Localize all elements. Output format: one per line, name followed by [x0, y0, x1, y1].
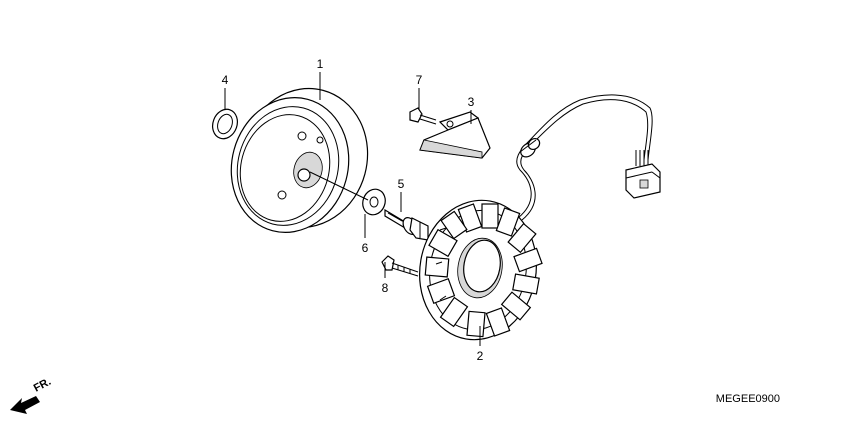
wire-harness — [516, 94, 661, 221]
callout-1: 1 — [317, 57, 324, 71]
front-arrow-icon — [10, 396, 40, 414]
washer — [362, 188, 386, 216]
leader-lines — [224, 72, 481, 346]
flange-bolt — [384, 208, 429, 241]
callout-2: 2 — [477, 349, 484, 363]
callout-labels: 1 2 3 4 5 6 7 8 — [222, 57, 484, 363]
stator-coils — [424, 203, 543, 338]
callout-3: 3 — [468, 95, 475, 109]
flywheel-rotor — [230, 87, 369, 233]
callout-7: 7 — [416, 73, 423, 87]
o-ring — [212, 108, 238, 140]
stator-bolt — [381, 255, 419, 277]
rubber-grommet — [519, 137, 541, 158]
callout-4: 4 — [222, 73, 229, 87]
diagram-code: MEGEE0900 — [716, 393, 780, 405]
callout-8: 8 — [382, 281, 389, 295]
wire-connector — [625, 150, 661, 199]
front-direction-indicator: FR. — [10, 376, 53, 414]
wire-clamp-bracket — [419, 111, 491, 159]
clamp-bolt — [409, 107, 437, 125]
callout-6: 6 — [362, 241, 369, 255]
front-direction-label: FR. — [32, 376, 53, 395]
callout-5: 5 — [398, 177, 405, 191]
stator-assembly — [419, 199, 543, 341]
